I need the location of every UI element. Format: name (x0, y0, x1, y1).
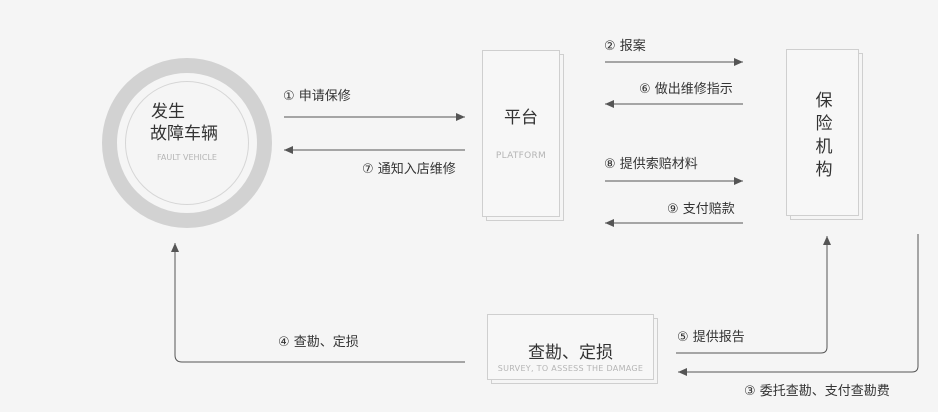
vehicle-title-line2: 故障车辆 (150, 124, 218, 144)
insurer-char-1: 保 (815, 91, 833, 111)
platform-title: 平台 (504, 108, 538, 128)
step-7-label: ⑦ 通知入店维修 (362, 162, 456, 177)
step-1-label: ① 申请保修 (283, 89, 351, 104)
platform-subtitle: PLATFORM (495, 151, 547, 161)
insurer-node (786, 49, 859, 216)
vehicle-node-inner (125, 81, 249, 205)
step-5-label: ⑤ 提供报告 (677, 330, 745, 345)
arrow-step-5 (676, 236, 831, 354)
survey-title: 查勘、定损 (528, 343, 613, 363)
arrow-step-4 (171, 243, 465, 363)
step-2-label: ② 报案 (604, 39, 646, 54)
vehicle-subtitle: FAULT VEHICLE (157, 153, 217, 162)
survey-subtitle: SURVEY, TO ASSESS THE DAMAGE (497, 364, 644, 373)
step-9-label: ⑨ 支付赔款 (667, 202, 735, 217)
step-8-label: ⑧ 提供索赔材料 (604, 157, 698, 172)
insurer-char-4: 构 (815, 160, 833, 180)
insurer-title: 保 险 机 构 (787, 90, 861, 182)
step-3-label: ③ 委托查勘、支付查勘费 (744, 384, 890, 399)
survey-node: 查勘、定损 SURVEY, TO ASSESS THE DAMAGE (487, 314, 654, 380)
platform-node: 平台 PLATFORM (482, 50, 560, 217)
insurer-char-3: 机 (815, 137, 833, 157)
step-6-label: ⑥ 做出维修指示 (639, 82, 733, 97)
step-4-label: ④ 查勘、定损 (278, 335, 359, 350)
arrow-step-3 (678, 234, 919, 376)
insurer-char-2: 险 (815, 114, 833, 134)
vehicle-title-line1: 发生 (151, 102, 185, 122)
